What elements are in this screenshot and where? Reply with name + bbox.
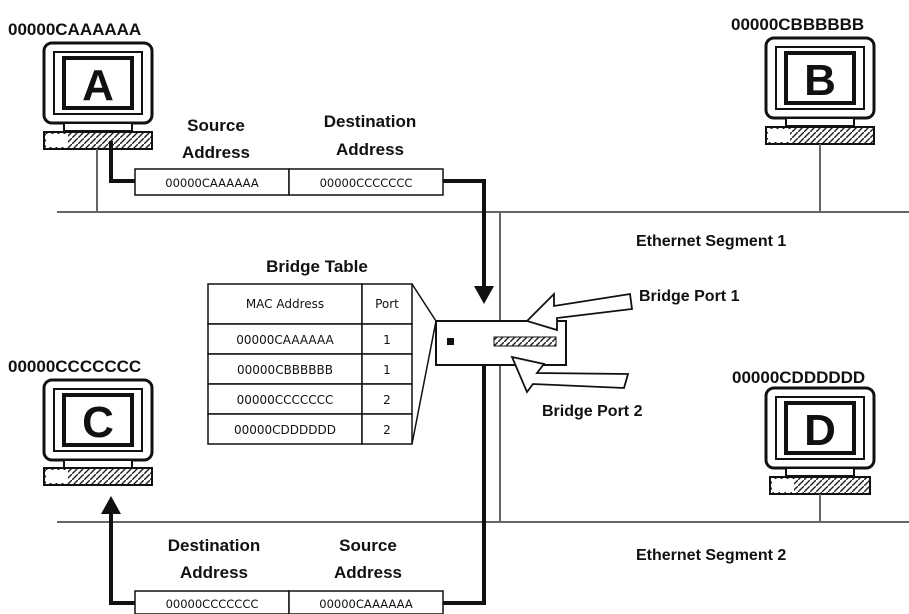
top-frame-arrowhead (474, 286, 494, 304)
bridge-table-port-cell: 1 (383, 363, 391, 377)
bridge-table-mac-cell: 00000CCCCCCC (237, 393, 334, 407)
bottom-frame: 00000CCCCCCC 00000CAAAAAA (134, 590, 444, 614)
bridge-table-header-mac: MAC Address (246, 297, 324, 311)
bridge-device-icon (435, 320, 567, 366)
computer-c-letter: C (82, 398, 114, 447)
bridge-table-callout (411, 283, 437, 445)
bridge-table-port-cell: 2 (383, 423, 391, 437)
top-frame-dest-value: 00000CCCCCCC (320, 176, 413, 190)
bottom-frame-source-label-1: Source (339, 536, 397, 555)
bridge-table: MAC Address Port 00000CAAAAAA 1 00000CBB… (207, 283, 413, 445)
bridge-port-1-arrow (525, 291, 634, 332)
bottom-frame-dest-label-2: Address (180, 563, 248, 582)
computer-a-mac: 00000CAAAAAA (8, 20, 141, 39)
top-frame-source-value: 00000CAAAAAA (165, 176, 259, 190)
computer-c-icon: C (42, 378, 154, 486)
computer-d-icon: D (764, 386, 876, 495)
top-frame-to-bridge-arrow-line (443, 179, 486, 288)
bridge-port-1-label: Bridge Port 1 (639, 288, 740, 305)
bridge-table-row: 00000CDDDDDD 2 (207, 413, 413, 445)
computer-a-icon: A (42, 41, 154, 150)
top-frame-source-label-1: Source (187, 116, 245, 135)
bridge-table-row: 00000CAAAAAA 1 (207, 323, 413, 355)
bridge-port-2-label: Bridge Port 2 (542, 403, 643, 420)
computer-c-mac: 00000CCCCCCC (8, 357, 141, 376)
computer-b-mac: 00000CBBBBBB (731, 15, 864, 34)
bridge-table-header-port: Port (375, 297, 399, 311)
bridge-table-row: 00000CBBBBBB 1 (207, 353, 413, 385)
bridge-to-bottom-frame-line (443, 365, 486, 605)
bridge-table-port-cell: 1 (383, 333, 391, 347)
bridge-port-2-arrow (510, 355, 630, 394)
computer-d-letter: D (804, 406, 836, 455)
bottom-frame-arrowhead (101, 496, 121, 514)
bridge-table-row: 00000CCCCCCC 2 (207, 383, 413, 415)
ethernet-segment-1-label: Ethernet Segment 1 (636, 233, 786, 250)
bottom-frame-source-value: 00000CAAAAAA (319, 597, 413, 611)
top-frame-source-label-2: Address (182, 143, 250, 162)
bridge-table-port-cell: 2 (383, 393, 391, 407)
computer-b-letter: B (804, 56, 836, 105)
bottom-frame-source-label-2: Address (334, 563, 402, 582)
bottom-frame-dest-label-1: Destination (168, 536, 261, 555)
computer-d-mac: 00000CDDDDDD (732, 368, 865, 387)
bridge-table-mac-cell: 00000CAAAAAA (236, 333, 334, 347)
ethernet-segment-2-label: Ethernet Segment 2 (636, 547, 786, 564)
bridge-table-mac-cell: 00000CDDDDDD (234, 423, 336, 437)
top-frame: 00000CAAAAAA 00000CCCCCCC (134, 168, 444, 196)
computer-b-icon: B (764, 36, 876, 145)
top-frame-connector (109, 141, 135, 183)
top-frame-dest-label-1: Destination (324, 112, 417, 131)
top-frame-dest-label-2: Address (336, 140, 404, 159)
computer-a-letter: A (82, 61, 114, 110)
bottom-frame-to-c-line (109, 512, 135, 605)
bottom-frame-dest-value: 00000CCCCCCC (166, 597, 259, 611)
bridge-table-title: Bridge Table (266, 257, 368, 276)
bridge-table-mac-cell: 00000CBBBBBB (237, 363, 333, 377)
